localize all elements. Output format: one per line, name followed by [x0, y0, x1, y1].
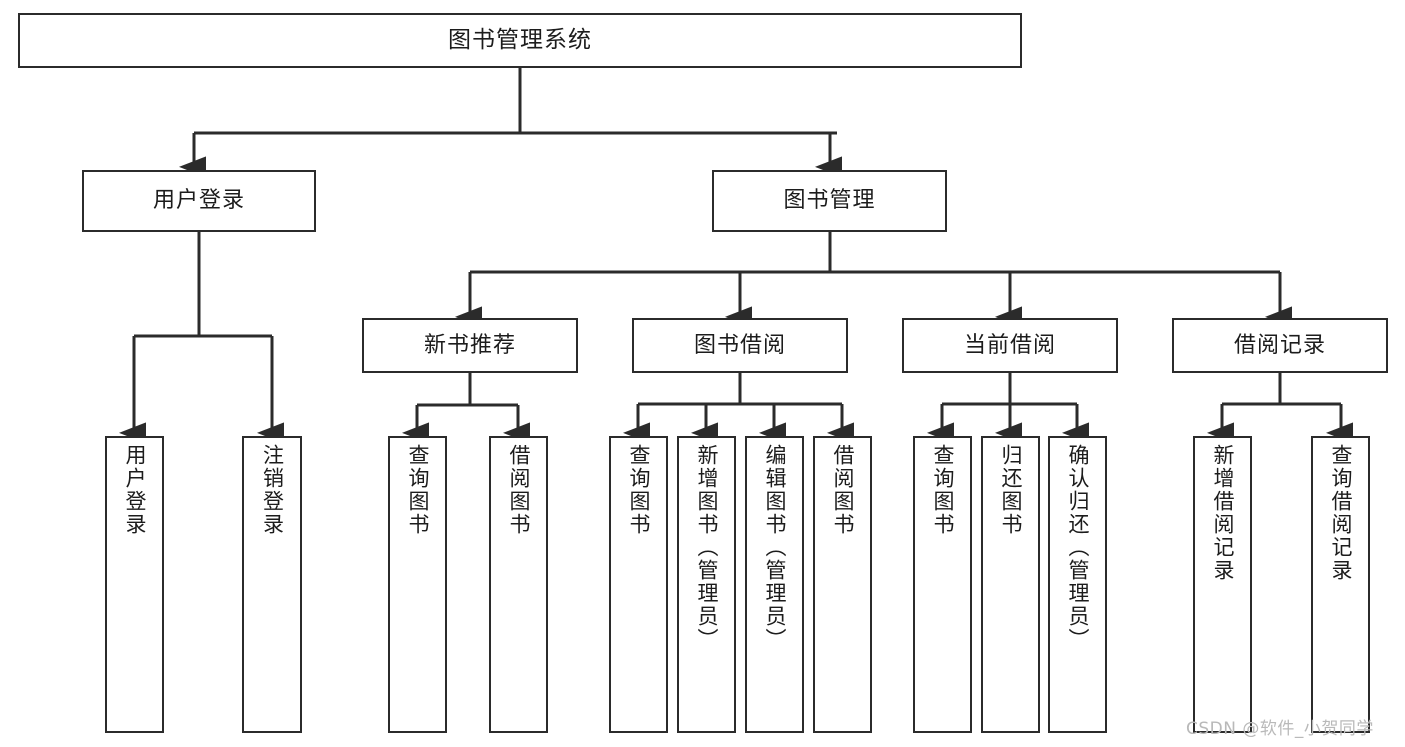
- leaf-query-record-label: 查询借阅记录: [1329, 444, 1353, 582]
- leaf-query-book-1[interactable]: 查询图书: [388, 436, 447, 733]
- leaf-edit-book-label: 编辑图书（管理员）: [763, 444, 787, 651]
- leaf-borrow-book-1-label: 借阅图书: [507, 444, 531, 536]
- leaf-add-record-label: 新增借阅记录: [1211, 444, 1235, 582]
- leaf-user-login[interactable]: 用户登录: [105, 436, 164, 733]
- node-user-login[interactable]: 用户登录: [82, 170, 316, 232]
- leaf-borrow-book-2[interactable]: 借阅图书: [813, 436, 872, 733]
- leaf-logout-login[interactable]: 注销登录: [242, 436, 302, 733]
- node-borrow-record-label: 借阅记录: [1233, 332, 1326, 358]
- leaf-logout-login-label: 注销登录: [260, 444, 285, 536]
- leaf-query-book-3[interactable]: 查询图书: [913, 436, 972, 733]
- node-book-management[interactable]: 图书管理: [712, 170, 947, 232]
- leaf-query-book-2[interactable]: 查询图书: [609, 436, 668, 733]
- node-current-borrow-label: 当前借阅: [963, 332, 1056, 358]
- leaf-borrow-book-1[interactable]: 借阅图书: [489, 436, 548, 733]
- leaf-add-record[interactable]: 新增借阅记录: [1193, 436, 1252, 733]
- leaf-add-book[interactable]: 新增图书（管理员）: [677, 436, 736, 733]
- leaf-confirm-return[interactable]: 确认归还（管理员）: [1048, 436, 1107, 733]
- leaf-user-login-label: 用户登录: [123, 444, 147, 536]
- node-borrow-record[interactable]: 借阅记录: [1172, 318, 1388, 373]
- leaf-borrow-book-2-label: 借阅图书: [831, 444, 855, 536]
- node-current-borrow[interactable]: 当前借阅: [902, 318, 1118, 373]
- node-new-book-recommend-label: 新书推荐: [423, 332, 516, 358]
- node-book-management-label: 图书管理: [783, 188, 876, 214]
- leaf-query-book-3-label: 查询图书: [931, 444, 955, 536]
- csdn-watermark: CSDN @软件_小贺同学: [1186, 719, 1374, 739]
- leaf-confirm-return-label: 确认归还（管理员）: [1066, 444, 1090, 651]
- leaf-query-book-2-label: 查询图书: [627, 444, 651, 536]
- node-book-borrow[interactable]: 图书借阅: [632, 318, 848, 373]
- leaf-return-book-label: 归还图书: [999, 444, 1023, 536]
- leaf-query-book-1-label: 查询图书: [406, 444, 430, 536]
- leaf-edit-book[interactable]: 编辑图书（管理员）: [745, 436, 804, 733]
- leaf-add-book-label: 新增图书（管理员）: [695, 444, 719, 651]
- node-new-book-recommend[interactable]: 新书推荐: [362, 318, 578, 373]
- node-root-system[interactable]: 图书管理系统: [18, 13, 1022, 68]
- node-book-borrow-label: 图书借阅: [693, 332, 786, 358]
- node-user-login-label: 用户登录: [152, 188, 245, 214]
- leaf-return-book[interactable]: 归还图书: [981, 436, 1040, 733]
- leaf-query-record[interactable]: 查询借阅记录: [1311, 436, 1370, 733]
- node-root-system-label: 图书管理系统: [448, 26, 592, 53]
